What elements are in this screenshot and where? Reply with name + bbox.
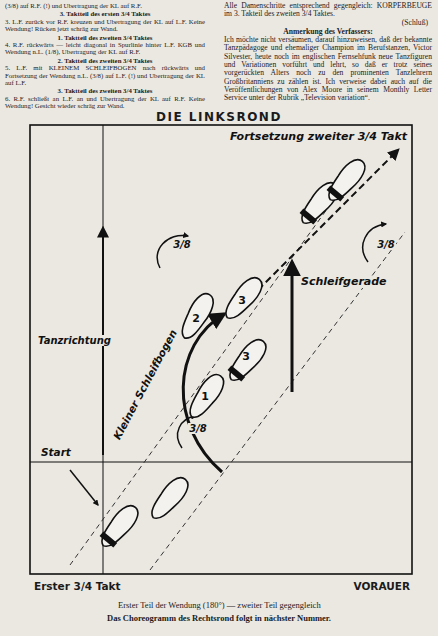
section-heading: 1. Taktteil des zweiten 3/4 Taktes: [5, 34, 205, 41]
start-arrow: [70, 470, 98, 505]
grid-line: [103, 125, 104, 574]
author-signature: VORAUER: [353, 580, 410, 592]
section-heading: 3. Taktteil des zweiten 3/4 Taktes: [5, 87, 205, 94]
dashed-track: [70, 205, 330, 565]
section-heading: Anmerkung des Verfassers:: [224, 28, 432, 36]
dashed-track: [150, 232, 405, 570]
callout-number: 3/8: [172, 239, 192, 250]
callout-number: 3: [238, 295, 246, 306]
text-column: Alle Damenschritte entsprechend gegengle…: [224, 2, 432, 103]
body-text: 6. R.F. schließt an L.F. an und Ubertrag…: [5, 95, 205, 110]
body-text: (3/8) auf R.F. (!) und Ubertragung der K…: [5, 2, 205, 9]
caption-note: Das Choreogramm des Rechtsrond folgt in …: [107, 613, 331, 623]
footprints: [96, 155, 370, 552]
annotation: Schleifgerade: [300, 276, 388, 288]
body-text: Alle Damenschritte entsprechend gegengle…: [224, 2, 432, 19]
callout-number: 3/8: [188, 423, 208, 434]
section-heading: 2. Taktteil des zweiten 3/4 Taktes: [5, 57, 205, 64]
body-text: 4. R.F. rückwärts — leicht diagonal in S…: [5, 41, 205, 56]
callout-number: 3: [242, 351, 250, 362]
section-heading: 3. Taktteil des ersten 3/4 Taktes: [5, 10, 205, 17]
annotation: Fortsetzung zweiter 3/4 Takt: [229, 131, 408, 143]
grid-line: [30, 462, 412, 463]
annotation: Tanzrichtung: [37, 335, 112, 346]
text-column: (3/8) auf R.F. (!) und Ubertragung der K…: [5, 2, 205, 110]
annotation: Kleiner Schleifbogen: [111, 327, 180, 443]
body-text: Ich möchte nicht versäumen, darauf hinzu…: [224, 36, 432, 102]
footer-label: Erster 3/4 Takt: [34, 580, 121, 592]
callout-number: 2: [192, 313, 200, 324]
body-text: 5. L.F. mit KLEINEM SCHLEIFBOGEN nach rü…: [5, 64, 205, 86]
body-text: (Schluß): [224, 19, 428, 27]
figure-caption: Erster Teil der Wendung (180°) — zweiter…: [118, 600, 321, 610]
callout-number: 1: [201, 391, 209, 402]
straight-slide-arrow: [291, 262, 294, 392]
figure-title: DIE LINKSROND: [156, 110, 282, 124]
callout-number: 3/8: [376, 239, 396, 250]
body-text: 3. L.F. zurück vor R.F. kreuzen und Uber…: [5, 18, 205, 33]
continuation-arrow: [258, 150, 398, 290]
annotation: Start: [40, 447, 72, 459]
diagram-frame: [30, 125, 412, 574]
